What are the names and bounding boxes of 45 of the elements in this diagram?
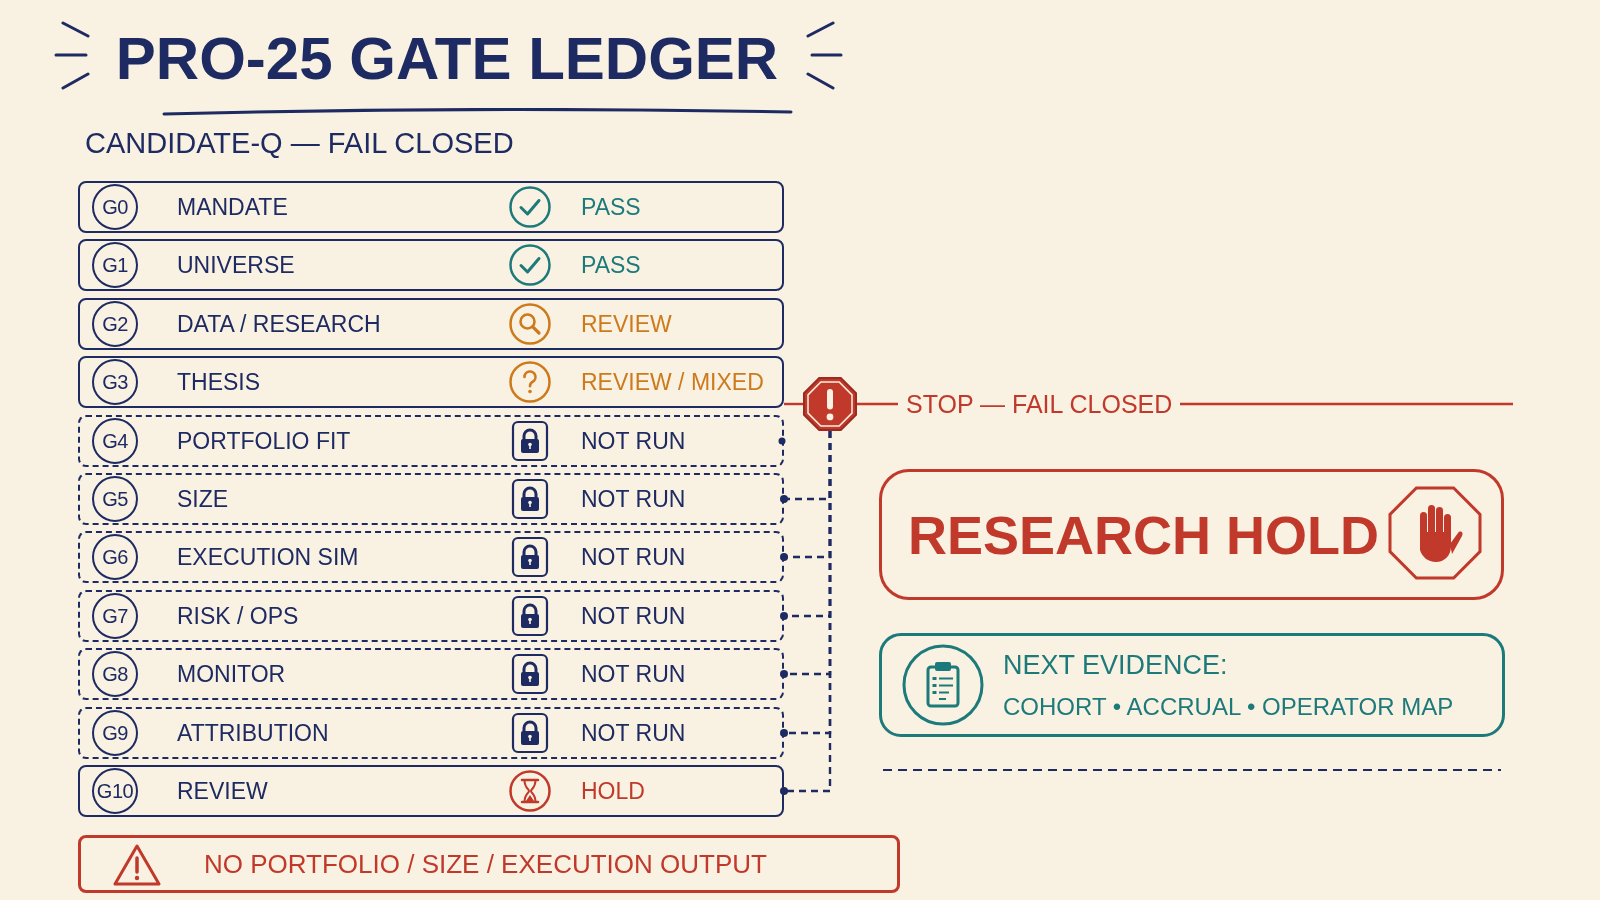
gate-name: PORTFOLIO FIT <box>177 428 351 454</box>
status-text: PASS <box>581 194 641 220</box>
gate-row <box>78 590 784 642</box>
status-text: NOT RUN <box>581 544 686 570</box>
dashed-connector <box>780 431 832 795</box>
gate-row <box>78 181 784 233</box>
gate-row <box>78 239 784 291</box>
gate-name: REVIEW <box>177 778 268 804</box>
status-text: NOT RUN <box>581 661 686 687</box>
gate-name: SIZE <box>177 486 229 512</box>
warning-banner <box>78 835 900 893</box>
evidence-list: COHORT • ACCRUAL • OPERATOR MAP <box>1003 692 1454 722</box>
stop-octagon <box>803 377 857 431</box>
gate-name: RISK / OPS <box>177 603 299 629</box>
gate-row <box>78 765 784 817</box>
gate-row <box>78 415 784 467</box>
gate-row <box>78 298 784 350</box>
evidence-panel <box>879 633 1505 737</box>
gate-name: MONITOR <box>177 661 286 687</box>
status-text: NOT RUN <box>581 486 686 512</box>
gate-row <box>78 473 784 525</box>
gate-row <box>78 356 784 408</box>
status-text: REVIEW <box>581 311 672 337</box>
gate-name: MANDATE <box>177 194 288 220</box>
status-text: NOT RUN <box>581 428 686 454</box>
hold-heading: RESEARCH HOLD <box>908 507 1380 563</box>
gate-name: THESIS <box>177 369 261 395</box>
connector-line <box>784 402 803 406</box>
subtitle: CANDIDATE-Q — FAIL CLOSED <box>85 127 514 159</box>
gate-name: EXECUTION SIM <box>177 544 359 570</box>
gate-row <box>78 648 784 700</box>
gate-name: DATA / RESEARCH <box>177 311 381 337</box>
gate-row <box>78 531 784 583</box>
status-text: NOT RUN <box>581 603 686 629</box>
gate-name: ATTRIBUTION <box>177 720 329 746</box>
status-text: NOT RUN <box>581 720 686 746</box>
gate-name: UNIVERSE <box>177 252 295 278</box>
title: PRO-25 GATE LEDGER <box>115 27 779 91</box>
gate-row <box>78 707 784 759</box>
hold-panel <box>879 469 1504 600</box>
status-text: HOLD <box>581 778 645 804</box>
status-text: PASS <box>581 252 641 278</box>
status-text: REVIEW / MIXED <box>581 369 764 395</box>
evidence-heading: NEXT EVIDENCE: <box>1003 650 1228 680</box>
warning-text: NO PORTFOLIO / SIZE / EXECUTION OUTPUT <box>204 850 767 878</box>
